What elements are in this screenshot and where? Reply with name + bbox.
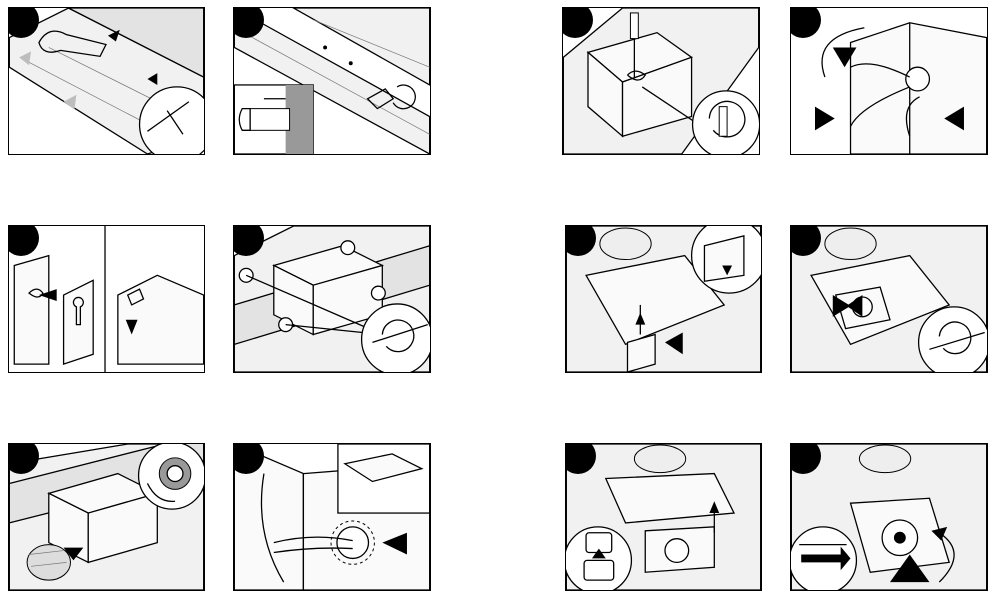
ground-screw-illustration	[563, 8, 759, 154]
detail-callout-circle	[791, 526, 858, 590]
detail-callout-circle	[137, 444, 204, 510]
step-panel-11	[565, 443, 762, 591]
mounting-screws-illustration	[234, 8, 430, 154]
step-panel-5	[8, 225, 205, 373]
step-panel-1	[8, 7, 205, 155]
step-panel-10	[233, 443, 431, 591]
step-panel-3	[562, 7, 760, 155]
cable-into-box-illustration	[234, 444, 430, 590]
detail-callout-circle	[917, 306, 987, 372]
bracket-keyhole-illustration	[13, 226, 204, 372]
step-panel-7	[565, 225, 762, 373]
detail-callout-circle	[566, 526, 633, 590]
step-panel-6	[233, 225, 431, 373]
detail-callout-circle	[690, 226, 761, 294]
step-panel-9	[8, 443, 205, 591]
step-panel-12	[790, 443, 988, 591]
cable-connectors-illustration	[815, 22, 987, 154]
detail-callout-circle	[691, 90, 759, 154]
motor-mount-illustration	[791, 444, 987, 590]
step-panel-8	[790, 225, 988, 373]
detail-callout-circle	[360, 303, 430, 372]
step-panel-4	[790, 7, 988, 155]
detail-callout-circle	[138, 86, 204, 154]
step-panel-2	[233, 7, 431, 155]
